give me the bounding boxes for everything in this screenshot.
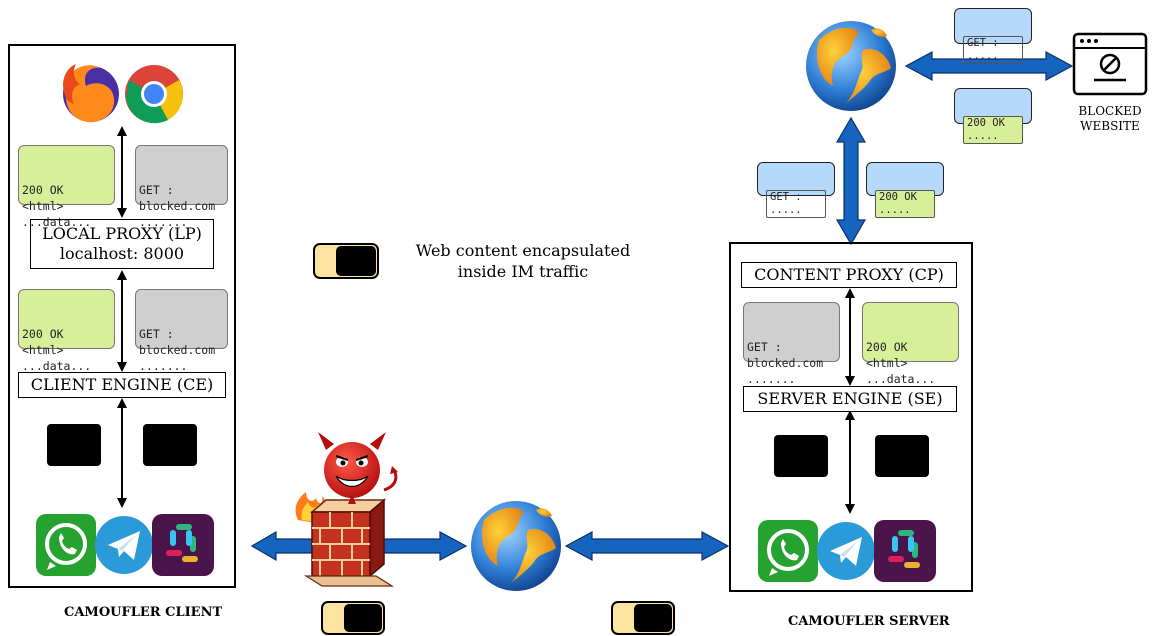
client-caption: CAMOUFLER CLIENT [64,605,223,620]
msg-get-to-globe: GET :..... [757,162,835,218]
whatsapp-icon [758,520,818,582]
camoufler-client-box [8,44,236,588]
slack-icon [152,514,214,576]
blocked-website-icon [1072,32,1148,96]
msg-response-lp: 200 OK<html>...data... [18,145,115,229]
blue-arrow-server-globe [835,116,867,246]
whatsapp-icon [36,514,96,576]
packet-encapsulated-left [321,601,385,635]
legend-text: Web content encapsulated inside IM traff… [415,241,631,281]
msg-ok-from-website: 200 OK..... [954,88,1032,144]
blocked-website-label: BLOCKED WEBSITE [1078,104,1142,133]
local-proxy-title: LOCAL PROXY (LP) [42,224,202,243]
firefox-icon [63,64,119,123]
content-proxy-box: CONTENT PROXY (CP) [741,262,957,288]
server-engine-title: SERVER ENGINE (SE) [757,389,943,408]
msg-response-cp: 200 OK<html>...data... [862,302,959,386]
msg-get-to-website: GET :..... [954,8,1032,64]
globe-icon [471,501,561,591]
blue-arrow-globe-server [564,530,730,562]
local-proxy-address: localhost: 8000 [59,244,185,263]
telegram-icon [817,522,875,580]
msg-request-cp: GET :blocked.com....... [743,302,840,386]
msg-response-ce: 200 OK<html>...data... [18,289,115,373]
packet-black-server-right [875,435,929,477]
slack-icon [874,520,936,582]
devil-icon [318,432,398,504]
blue-arrow-firewall-globe [377,530,468,562]
content-proxy-title: CONTENT PROXY (CP) [754,265,944,284]
legend-packet-icon [313,243,379,279]
blue-arrow-globe-blocked [904,50,1074,82]
packet-black-server-left [774,435,828,477]
msg-request-lp: GET :blocked.com....... [135,145,228,229]
packet-black-client-right [143,424,197,466]
firewall-icon [295,492,395,587]
server-caption: CAMOUFLER SERVER [788,614,950,629]
client-engine-title: CLIENT ENGINE (CE) [30,375,214,394]
globe-icon [806,21,896,111]
msg-request-ce: GET :blocked.com....... [135,289,228,373]
server-engine-box: SERVER ENGINE (SE) [743,386,957,412]
telegram-icon [95,516,153,574]
msg-ok-to-server: 200 OK..... [866,162,944,218]
camoufler-server-box [729,242,973,592]
local-proxy-box: LOCAL PROXY (LP) localhost: 8000 [30,219,214,269]
chrome-icon [125,65,183,124]
packet-black-client-left [47,424,101,466]
packet-encapsulated-right [611,601,675,635]
blue-arrow-client-firewall [250,530,313,562]
client-engine-box: CLIENT ENGINE (CE) [18,372,226,398]
